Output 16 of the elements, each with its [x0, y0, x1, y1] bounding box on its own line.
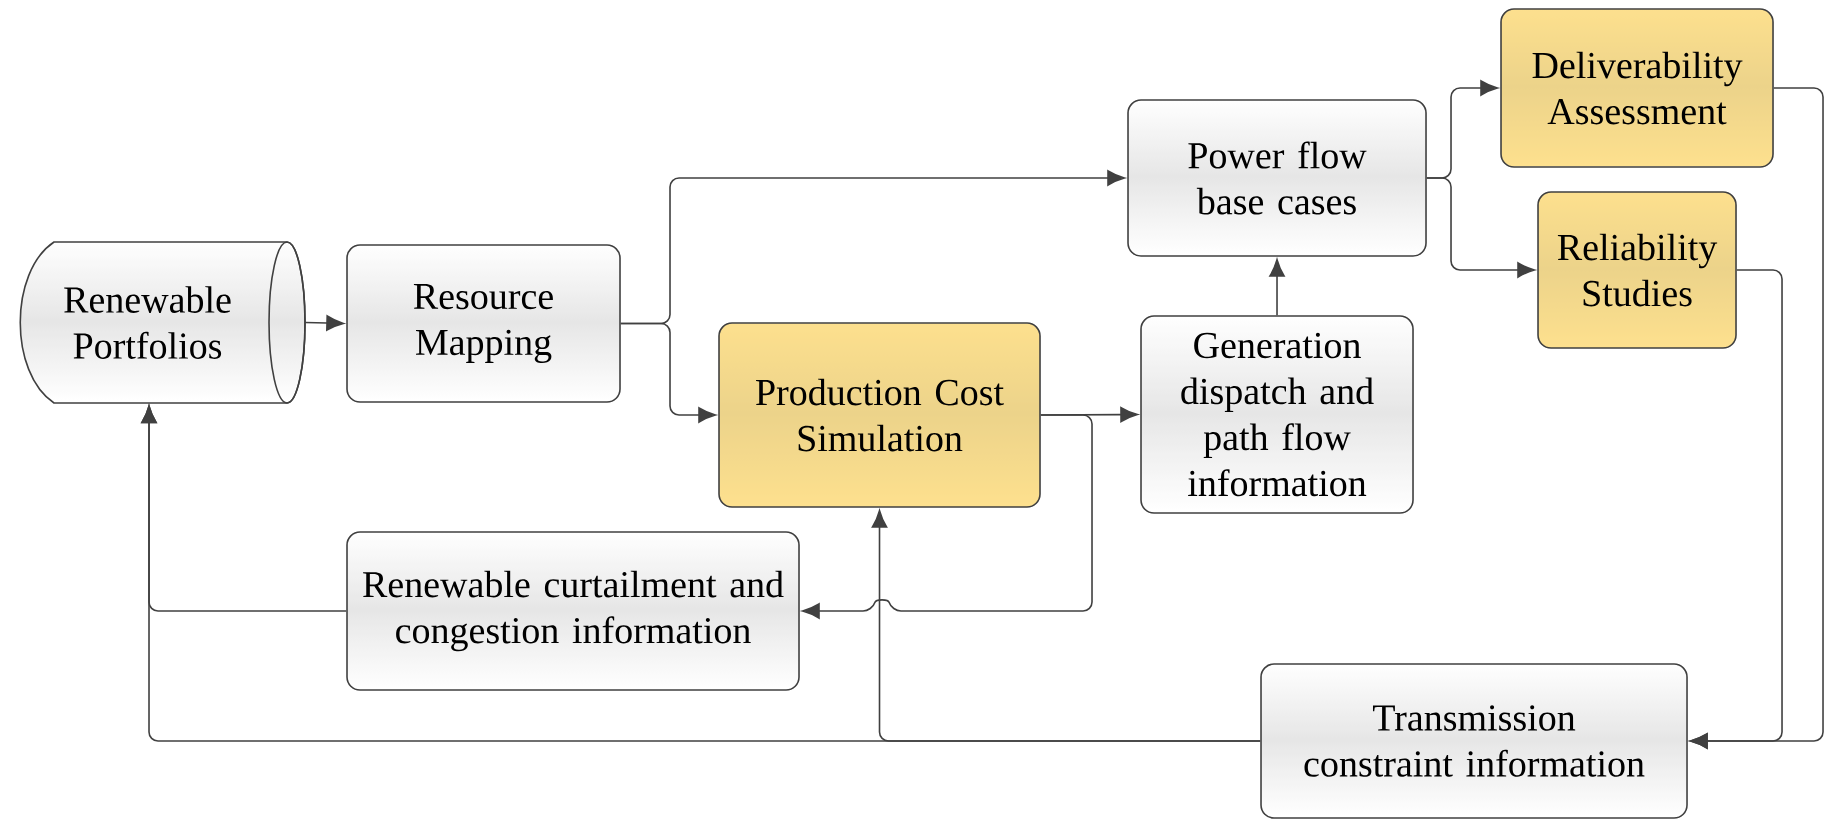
study-box: Production Cost Simulation — [718, 322, 1041, 508]
arrow — [1689, 87, 1824, 749]
arrow — [304, 315, 345, 331]
process-box: Generation dispatch and path flow information — [1140, 315, 1414, 514]
arrow — [1269, 258, 1285, 316]
arrow — [1426, 177, 1536, 278]
study-box: Deliverability Assessment — [1500, 8, 1774, 168]
process-box: Renewable curtailment and congestion information — [346, 531, 800, 691]
process-box: Power flow base cases — [1127, 99, 1427, 257]
study-box: Reliability Studies — [1537, 191, 1737, 349]
process-box: Transmission constraint information — [1260, 663, 1688, 819]
process-box: Resource Mapping — [346, 244, 621, 403]
data-cylinder: Renewable Portfolios — [19, 241, 306, 404]
arrow — [620, 322, 717, 423]
arrow — [141, 405, 347, 612]
arrow — [801, 414, 1093, 619]
